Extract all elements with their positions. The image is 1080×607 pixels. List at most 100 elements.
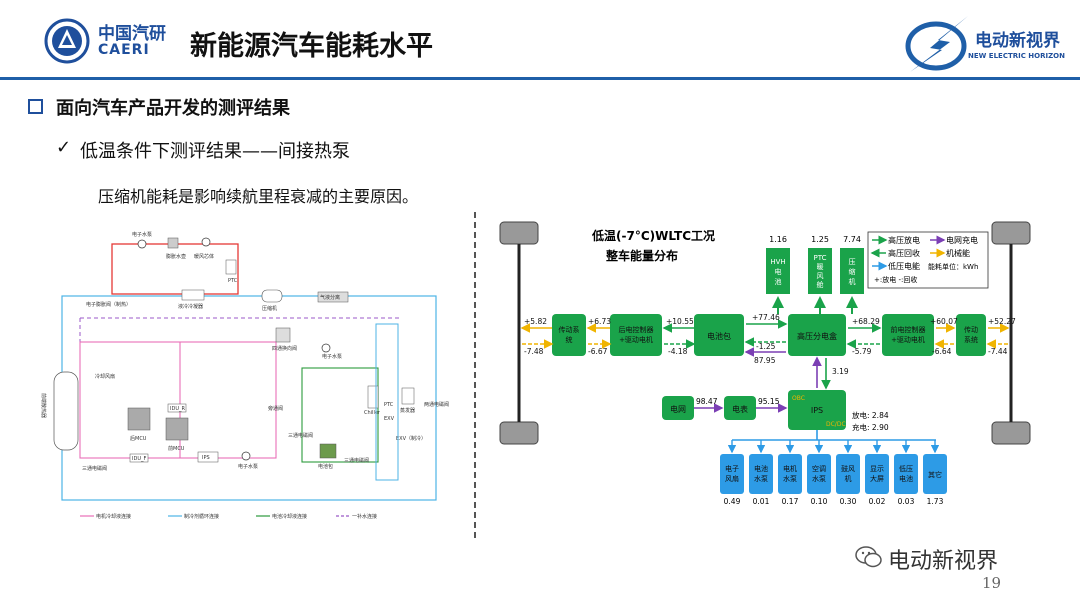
hvh-label: 暖风芯体 — [194, 253, 214, 260]
cooler-label: 液冷冷凝器 — [178, 303, 203, 310]
legend-mechanical: 机械能 — [946, 248, 970, 258]
pump2-icon — [321, 343, 331, 353]
chart-title-2: 整车能量分布 — [605, 248, 678, 263]
legend-unit: 能耗单位：kWh — [928, 262, 978, 271]
rear-wheel-neg: -7.48 — [524, 347, 544, 356]
idu-r-box — [167, 403, 187, 413]
legend-hv-discharge: 高压放电 — [888, 235, 920, 245]
lv-consumer-box — [749, 454, 773, 494]
lv-consumer-value: 0.10 — [811, 497, 828, 506]
front-trans-box — [956, 314, 986, 356]
idu-f-label: IDU_F — [132, 456, 146, 462]
hvh-value: 1.16 — [769, 235, 787, 244]
ptc2-label: PTC — [384, 402, 394, 408]
ips-dcdc: DC/DC — [826, 421, 846, 428]
diagram-legend: 电机冷却液连接 制冷剂循环连接 电池冷却液连接 一补水连接 — [80, 513, 377, 520]
legend-sign: +:放电 -:回收 — [874, 275, 917, 284]
hv-box-label: 高压分电盒 — [797, 331, 837, 341]
lv-consumer-label: 空调水泵 — [812, 464, 826, 483]
legend-hv-recovery: 高压回收 — [888, 248, 920, 258]
hvh-icon — [201, 237, 211, 247]
front-trans-neg: -6.64 — [932, 347, 952, 356]
valve4-icon — [275, 327, 291, 343]
battery-box — [694, 314, 744, 356]
chiller-label: Chiller — [364, 410, 381, 416]
refrigerant-branch-line — [375, 323, 399, 481]
grid-box — [662, 396, 694, 420]
rear-trans-box — [552, 314, 586, 356]
pump3-icon — [241, 451, 251, 461]
batt-charge: 87.95 — [754, 356, 776, 365]
radiator-icon — [53, 371, 79, 451]
front-wheel-neg: -7.44 — [988, 347, 1008, 356]
cond-label: 电子膨胀阀（制热） — [86, 301, 131, 308]
front-trans-pos: +60.07 — [930, 317, 958, 326]
legend-grid-charge: 电网充电 — [946, 235, 978, 245]
pump1-icon — [137, 239, 147, 249]
rear-motor-neg: -4.18 — [668, 347, 688, 356]
valve3c-label: 三通电磁阀 — [344, 457, 369, 464]
idu-r-label: IDU_R — [170, 406, 185, 412]
lv-consumer-value: 0.17 — [782, 497, 799, 506]
mcu1-label: 后MCU — [130, 435, 147, 442]
mcu1-icon — [127, 407, 151, 431]
ips-charge: 充电: 2.90 — [852, 422, 889, 432]
caeri-emblem-icon — [44, 18, 90, 64]
heating-loop-line — [111, 243, 239, 295]
legend-refrigerant: 制冷剂循环连接 — [184, 513, 219, 520]
section-title: 面向汽车产品开发的测评结果 — [56, 98, 290, 119]
mcu2-label: 前MCU — [168, 445, 185, 452]
valve4-label: 四通换向阀 — [272, 345, 297, 352]
compressor-box-label: 压缩机 — [849, 258, 856, 286]
mcu2-icon — [165, 417, 189, 441]
ips-label: IPS — [811, 406, 823, 415]
lv-consumer-box — [778, 454, 802, 494]
ptc-box — [808, 248, 832, 294]
gas-sep-label: 气液分离 — [320, 294, 340, 301]
pump2-label: 电子水泵 — [322, 353, 342, 360]
section-body: 压缩机能耗是影响续航里程衰减的主要原因。 — [98, 187, 419, 206]
front-motor-box — [882, 314, 934, 356]
ips-label: IPS — [202, 455, 210, 461]
lv-consumer-label: 电池水泵 — [754, 464, 768, 483]
meter-label: 电表 — [732, 404, 748, 414]
lv-consumer-box — [807, 454, 831, 494]
lv-consumer-box — [836, 454, 860, 494]
tank-label: 膨胀水壶 — [166, 253, 186, 260]
hvh-box — [766, 248, 790, 294]
logo-left-cn: 中国汽研 — [98, 24, 166, 44]
ips-obc: OBC — [792, 395, 805, 402]
rear-motor-label: 后电控制器+驱动电机 — [619, 325, 654, 344]
tank-icon — [167, 237, 179, 249]
wheel-rear-bottom-icon — [499, 421, 539, 445]
twoway-label: 两通电磁阀 — [424, 401, 449, 408]
rear-trans-neg: -6.67 — [588, 347, 608, 356]
bypass-label: 旁通阀 — [268, 405, 283, 412]
flow-values: +5.82 -7.48 +6.73 -6.67 +10.55 -4.18 +77… — [524, 313, 1016, 376]
valve3b-label: 三通电磁阀 — [288, 432, 313, 439]
wechat-icon — [855, 546, 882, 568]
lv-consumer-value: 0.01 — [753, 497, 770, 506]
ptc-value: 1.25 — [811, 235, 829, 244]
front-pos: +68.29 — [852, 317, 880, 326]
lv-consumer-label: 电机水泵 — [783, 464, 797, 483]
lv-consumer-label: 低压电池 — [899, 464, 913, 483]
chart-title-1: 低温(-7°C)WLTC工况 — [591, 228, 715, 243]
battery-icon — [319, 443, 337, 459]
lv-consumer-box — [865, 454, 889, 494]
meter-box — [724, 396, 756, 420]
evap-label: 蒸发器 — [400, 407, 415, 414]
front-neg: -5.79 — [852, 347, 872, 356]
ptc-label: PTC — [228, 278, 238, 284]
hv-box — [788, 314, 846, 356]
footer-watermark: 电动新视界 — [888, 549, 999, 574]
lv-consumer-label: 电子风扇 — [725, 464, 739, 483]
idu-f-box — [129, 453, 149, 463]
grid-label: 电网 — [670, 404, 686, 414]
rear-motor-pos: +10.55 — [666, 317, 694, 326]
ips-up: 3.19 — [832, 367, 849, 376]
battery-label: 电池包 — [318, 463, 333, 470]
